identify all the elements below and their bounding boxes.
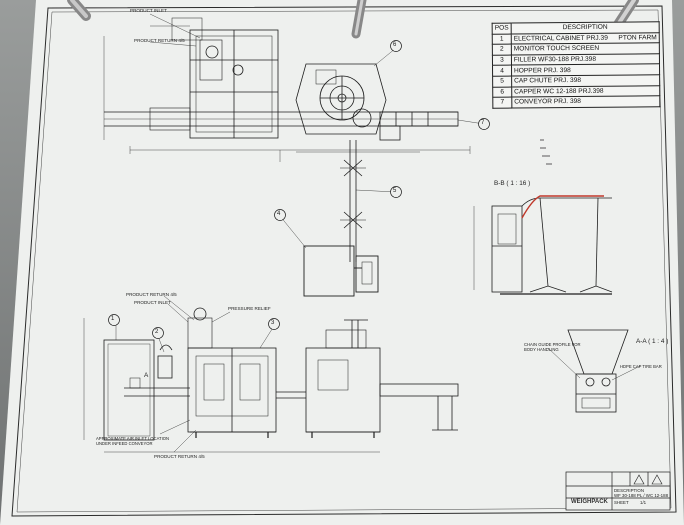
top-view xyxy=(103,17,471,162)
title-block xyxy=(565,471,671,511)
revision-triangles xyxy=(633,474,663,485)
annotation-product-inlet: PRODUCT INLET xyxy=(130,8,167,13)
callout-3: 3 xyxy=(271,320,275,326)
annotation-product-return: PRODUCT RETURN 4/5 xyxy=(134,38,185,43)
section-bb-label: B-B ( 1 : 16 ) xyxy=(494,180,531,187)
callout-5: 5 xyxy=(393,188,397,194)
leader-lines xyxy=(115,13,641,453)
hopper xyxy=(303,245,379,297)
parts-list-table: POS DESCRIPTION 1 ELECTRICAL CABINET PRJ… xyxy=(491,21,661,109)
section-aa-view xyxy=(567,329,629,413)
callout-7: 7 xyxy=(481,120,485,126)
section-aa-label: A-A ( 1 : 4 ) xyxy=(636,338,669,345)
annotation-cap-label: HDPE CAP TIRE BAR xyxy=(620,364,662,369)
title-sheet-label: SHEET xyxy=(614,500,629,505)
annotation-product-inlet: PRODUCT INLET xyxy=(134,300,171,305)
pos-header: POS xyxy=(492,23,512,34)
callout-2: 2 xyxy=(155,329,159,335)
callout-4: 4 xyxy=(277,211,281,217)
callout-6: 6 xyxy=(393,42,397,48)
annotation-product-return: PRODUCT RETURN 4/5 xyxy=(154,454,205,459)
annotation-product-return: PRODUCT RETURN 4/5 xyxy=(126,292,177,297)
red-hose xyxy=(521,195,604,219)
title-desc-label: DESCRIPTION xyxy=(614,488,645,493)
clip-rod-left xyxy=(67,0,91,21)
title-sheet-value: 1/1 xyxy=(640,500,647,505)
section-bb-view xyxy=(473,197,613,295)
annotation-chain-guide: CHAIN GUIDE PROFILE FOR BODY HANDLING xyxy=(524,342,581,352)
clip-rod-center xyxy=(351,0,367,39)
section-mark-a: A xyxy=(144,372,149,379)
callout-circles xyxy=(108,40,490,339)
margin-ticks xyxy=(540,139,552,165)
callout-1: 1 xyxy=(111,316,115,322)
weighpack-logo: WEIGHPACK xyxy=(571,499,608,505)
cap-chute xyxy=(340,140,366,262)
title-desc-value: WF 30-188 PL / WC 12-188 xyxy=(614,493,669,498)
front-view xyxy=(83,307,459,453)
annotation-pressure-relief: PRESSURE RELIEF xyxy=(228,306,271,311)
parts-list-row: 7 CONVEYOR PRJ. 398 xyxy=(492,95,660,108)
annotation-air-inlet: APPROXIMATE AIR INLET LOCATION UNDER INF… xyxy=(96,436,170,446)
